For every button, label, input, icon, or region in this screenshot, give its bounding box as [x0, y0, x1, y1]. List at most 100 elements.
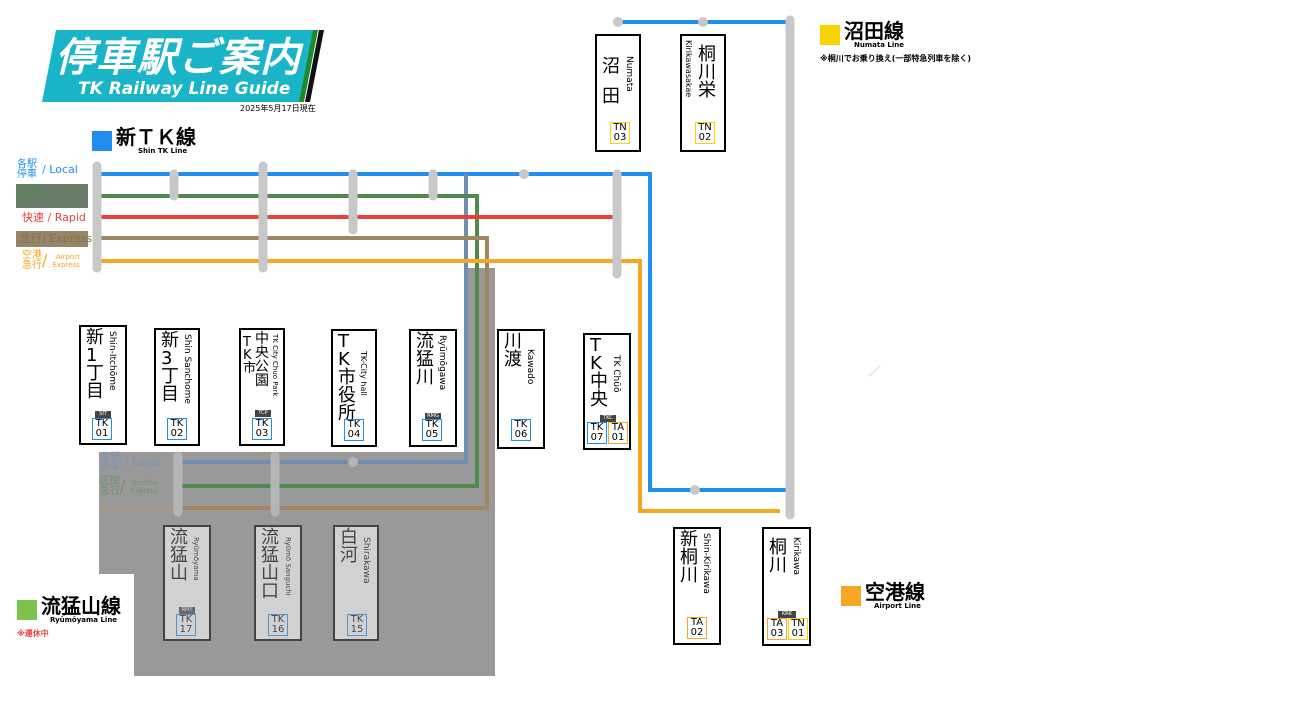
station-ta03-name: 桐川 [769, 537, 787, 576]
shin-tk-line-en: Shin TK Line [138, 147, 188, 155]
shin-tk-line-swatch [92, 131, 112, 151]
stop-dot-tk15 [348, 457, 358, 467]
station-tk06-en: Kawado [525, 349, 535, 385]
service-express-label: 急行/ Express [16, 231, 92, 247]
airport-line-swatch [841, 586, 861, 606]
station-tk02-name: 新3丁目 [161, 330, 179, 405]
date-label: 2025年5月17日現在 [240, 104, 316, 113]
station-tk03-en: TK City Chuo Park [271, 334, 279, 397]
station-tk06-name: 川渡 [504, 331, 522, 370]
station-tk05-abbr: RMG [425, 413, 441, 420]
station-tk01-abbr: SIT [95, 411, 111, 418]
station-tn02-name: 桐川栄 [698, 44, 716, 101]
stop-dot-tn02 [698, 17, 708, 27]
airport-line-name: 空港線 [865, 580, 925, 604]
numata-line-en: Numata Line [854, 41, 904, 49]
station-tk01-name: 新1丁目 [86, 327, 104, 402]
local-line-route [97, 172, 790, 492]
station-tk15-name: 白河 [340, 527, 358, 566]
branch-local-label: 各駅停車 / Local [100, 452, 161, 473]
station-tk17-name: 流猛山 [170, 527, 188, 584]
station-tk07-name: TK中央 [590, 335, 608, 410]
station-ta02-name: 新桐川 [680, 529, 698, 586]
title-banner [42, 30, 316, 102]
station-ta03-abbr: KRK [778, 611, 796, 618]
numata-line-swatch [820, 25, 840, 45]
section-express-route [97, 194, 479, 488]
page-subtitle: TK Railway Line Guide [78, 79, 291, 99]
airport-express-route [97, 259, 780, 513]
stop-dot-tk06 [519, 169, 529, 179]
express-route [97, 236, 489, 510]
station-tk04-name: TK市役所 [338, 331, 356, 424]
station-tk15-en: Shirakawa [361, 537, 371, 584]
station-tk03-name: 中央公園 [255, 331, 269, 389]
shin-tk-line-name: 新ＴＫ線 [116, 125, 196, 149]
stop-dot-tn03 [613, 17, 623, 27]
station-tk07-en: TK Chūō [611, 355, 621, 393]
station-tk03-prefix: TK市 [243, 335, 257, 376]
service-rapid-label: 快速 / Rapid [22, 210, 86, 224]
station-tk07-abbr: TKC [600, 415, 616, 422]
branch-express-label: 急行/ Express [100, 501, 173, 515]
ryumoyama-line-swatch [17, 600, 37, 620]
station-tk05-name: 流猛川 [416, 331, 434, 388]
stop-dot-ta02 [690, 485, 700, 495]
station-tk05-en: Ryūmōgawa [437, 335, 447, 391]
station-tk17-abbr: RMY [179, 607, 195, 614]
station-tn02-en: Kirikawasakae [684, 40, 693, 98]
station-tk02-en: Shin Sanchome [182, 334, 192, 404]
ryumoyama-line-note: ※運休中 [17, 629, 49, 638]
station-tk03-abbr: TCP [255, 410, 271, 417]
station-tk01-en: Shin-Itchōme [107, 331, 117, 391]
airport-line-en: Airport Line [874, 602, 921, 610]
ryumoyama-line-name: 流猛山線 [41, 594, 121, 618]
station-tn03-en: Numata [624, 56, 634, 92]
station-tk16-en: Ryūmō Sanguchi [284, 537, 292, 596]
station-ta03-en: Kirikawa [791, 537, 801, 576]
map-mark [868, 365, 881, 377]
station-ta02-en: Shin-Kirikawa [701, 533, 711, 594]
station-tn03-name: 沼田 [602, 56, 620, 107]
station-tk16-name: 流猛山口 [261, 527, 279, 602]
service-local-label: 各駅停車 / Local [17, 159, 78, 180]
page-title: 停車駅ご案内 [55, 35, 301, 81]
station-tk17-en: Ryūmōyama [192, 537, 200, 581]
numata-line-name: 沼田線 [844, 19, 904, 43]
numata-line-note: ※桐川でお乗り換え(一部特急列車を除く) [820, 54, 972, 63]
station-tk04-en: TK-City hall [359, 351, 368, 396]
